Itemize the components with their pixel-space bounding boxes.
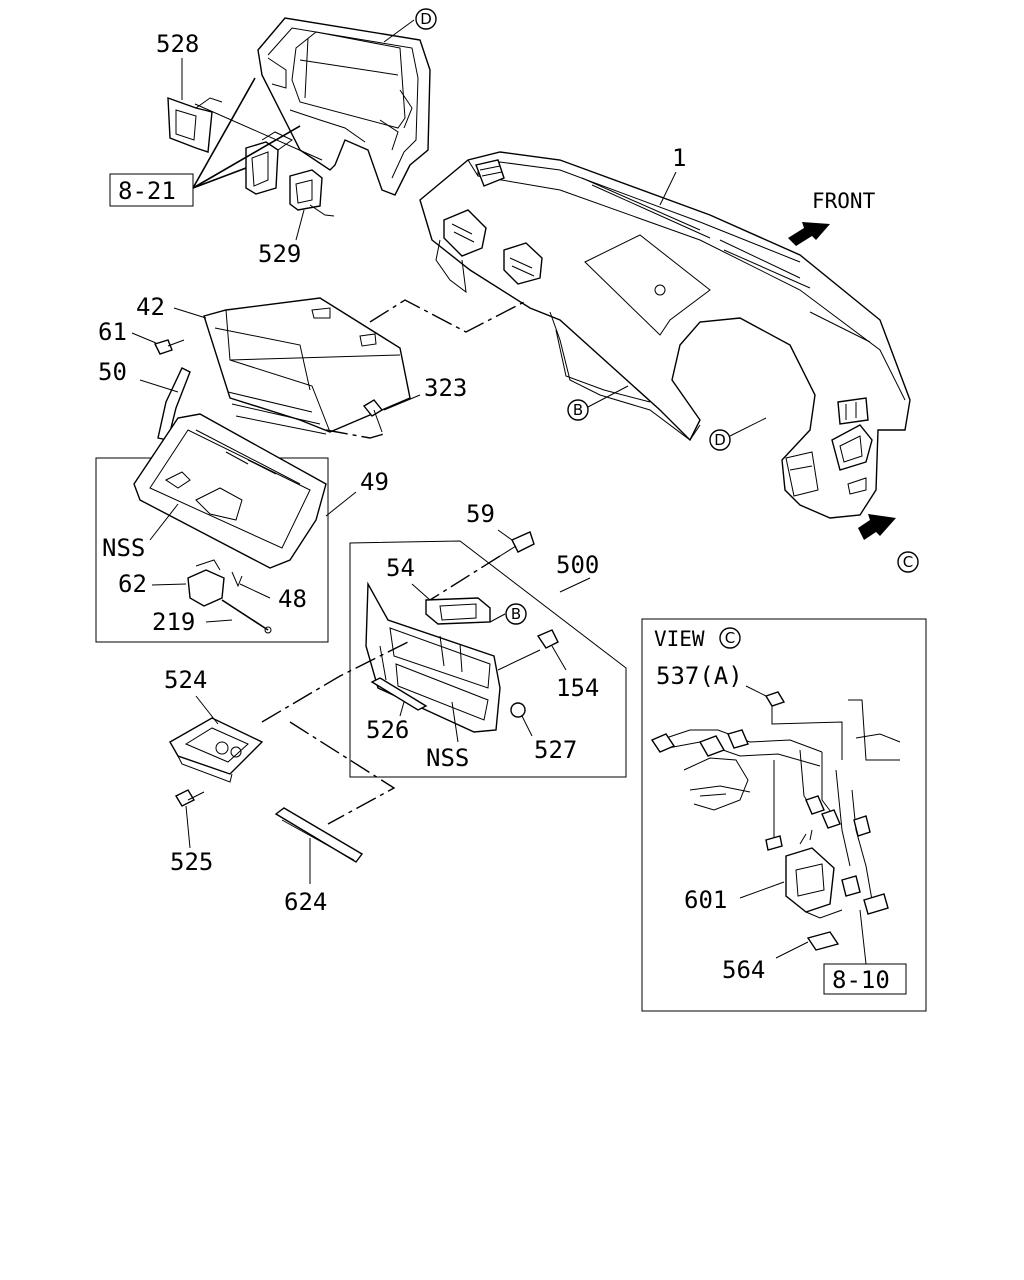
label-526: 526 xyxy=(366,716,409,744)
wiring-harness xyxy=(650,691,901,915)
glove-box-42 xyxy=(203,297,411,435)
marker-c-view-text: C xyxy=(725,629,735,647)
label-50: 50 xyxy=(98,358,127,386)
view-c-box xyxy=(641,618,927,1012)
label-61: 61 xyxy=(98,318,127,346)
label-62: 62 xyxy=(118,570,147,598)
clip-323 xyxy=(362,399,384,433)
label-49: 49 xyxy=(360,468,389,496)
marker-d-top xyxy=(415,8,437,30)
ref-8-10: 8-10 xyxy=(832,966,890,994)
view-c-arrow-icon xyxy=(858,514,896,540)
front-arrow-icon xyxy=(788,222,830,246)
marker-d-top-text: D xyxy=(420,10,432,28)
marker-b-panel xyxy=(567,399,589,421)
spring-48 xyxy=(231,571,243,588)
marker-b-bracket xyxy=(505,603,527,625)
relay-601 xyxy=(785,829,843,919)
switch-left xyxy=(245,131,293,195)
marker-b-panel-text: B xyxy=(573,401,583,419)
dashboard-panel xyxy=(419,151,911,519)
label-528: 528 xyxy=(156,30,199,58)
label-nss-a: NSS xyxy=(102,534,145,562)
label-154: 154 xyxy=(556,674,599,702)
label-524: 524 xyxy=(164,666,207,694)
latch-62 xyxy=(187,559,225,607)
label-525: 525 xyxy=(170,848,213,876)
label-500: 500 xyxy=(556,551,599,579)
switch-bracket-528 xyxy=(167,96,223,153)
label-624: 624 xyxy=(284,888,327,916)
label-529: 529 xyxy=(258,240,301,268)
marker-c-arrow xyxy=(897,551,919,573)
label-527: 527 xyxy=(534,736,577,764)
glove-box-door-49 xyxy=(133,413,327,569)
strip-624 xyxy=(274,807,364,863)
label-323: 323 xyxy=(424,374,467,402)
rod-219 xyxy=(221,599,272,634)
label-601: 601 xyxy=(684,886,727,914)
cluster-bezel xyxy=(257,17,431,196)
label-48: 48 xyxy=(278,585,307,613)
ref-box-8-10 xyxy=(823,963,907,995)
label-42: 42 xyxy=(136,293,165,321)
label-nss-b: NSS xyxy=(426,744,469,772)
label-219: 219 xyxy=(152,608,195,636)
label-537a: 537(A) xyxy=(656,662,743,690)
trim-526 xyxy=(370,677,428,711)
marker-b-bracket-text: B xyxy=(511,605,521,623)
marker-d-right xyxy=(709,429,731,451)
bracket-564 xyxy=(806,931,840,951)
clip-154 xyxy=(536,629,559,649)
ref-8-21: 8-21 xyxy=(118,177,176,205)
marker-c-view xyxy=(719,627,741,649)
label-54: 54 xyxy=(386,554,415,582)
screw-525 xyxy=(175,789,205,807)
screw-59 xyxy=(499,531,535,557)
label-1: 1 xyxy=(672,144,686,172)
marker-c-arrow-text: C xyxy=(903,553,913,571)
view-label: VIEW xyxy=(654,627,705,651)
marker-d-right-text: D xyxy=(714,431,726,449)
bracket-524 xyxy=(169,717,264,783)
screw-527 xyxy=(510,702,526,718)
group-box-500 xyxy=(349,540,627,778)
switch-right-529 xyxy=(289,169,335,217)
bracket-54 xyxy=(425,597,491,625)
front-label: FRONT xyxy=(812,189,876,213)
screw-61 xyxy=(154,339,185,355)
label-564: 564 xyxy=(722,956,765,984)
ref-box-8-21 xyxy=(109,173,194,207)
label-59: 59 xyxy=(466,500,495,528)
